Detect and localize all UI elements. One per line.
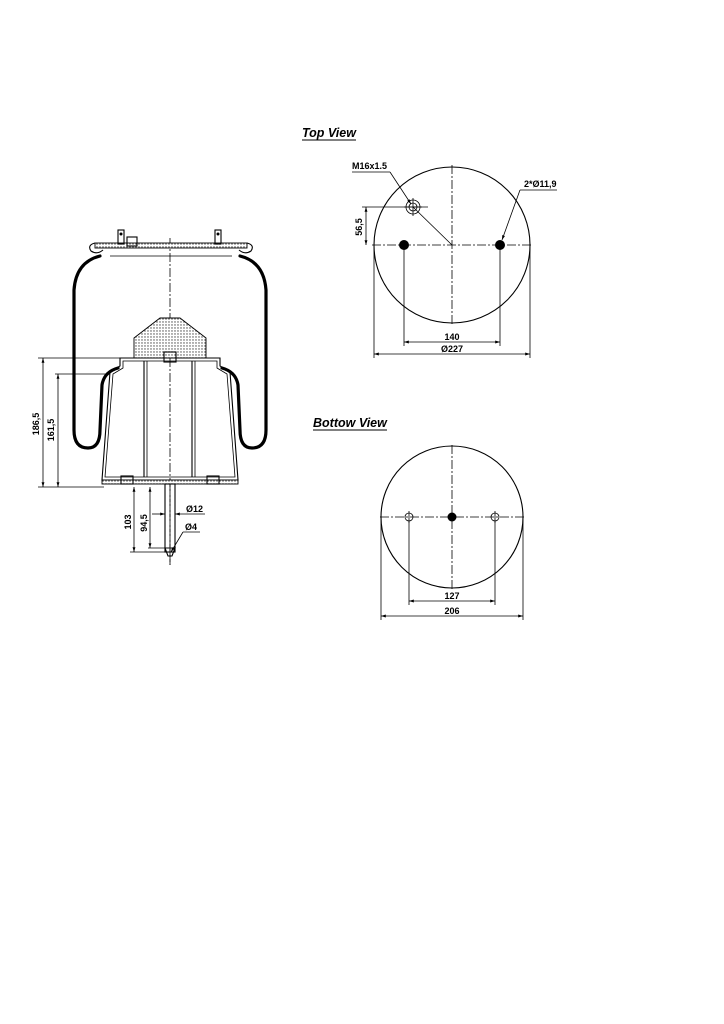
- center-stud-hole: [447, 512, 457, 522]
- bottom-view-title: Bottow View: [313, 416, 388, 430]
- bellow-left: [72, 254, 120, 450]
- dim-stud-inner-length: 94,5: [139, 514, 149, 532]
- holes-label: 2*Ø11,9: [524, 179, 557, 189]
- dim-stud-hole: Ø4: [185, 522, 197, 532]
- dim-hole-spacing-bottom: 127: [444, 591, 459, 601]
- dim-hole-spacing-top: 140: [444, 332, 459, 342]
- top-plate: [89, 229, 253, 257]
- dim-inner-height: 161,5: [46, 419, 56, 442]
- top-view-title: Top View: [302, 126, 357, 140]
- dim-stud-length: 103: [123, 514, 133, 529]
- dim-diameter-bottom: 206: [444, 606, 459, 616]
- bottom-view: Bottow View 127 206: [313, 416, 524, 620]
- piston: [101, 357, 239, 485]
- top-view: Top View M16x1.5 2*Ø11,9 56,5 140: [302, 126, 557, 358]
- side-view: 186,5 161,5 103 94,5 Ø12 Ø4: [31, 229, 268, 565]
- dim-diameter-top: Ø227: [441, 344, 463, 354]
- thread-label: M16x1.5: [352, 161, 387, 171]
- dim-overall-height: 186,5: [31, 413, 41, 436]
- dim-stud-diameter: Ø12: [186, 504, 203, 514]
- bellow-right: [220, 254, 268, 450]
- dim-offset: 56,5: [354, 218, 364, 236]
